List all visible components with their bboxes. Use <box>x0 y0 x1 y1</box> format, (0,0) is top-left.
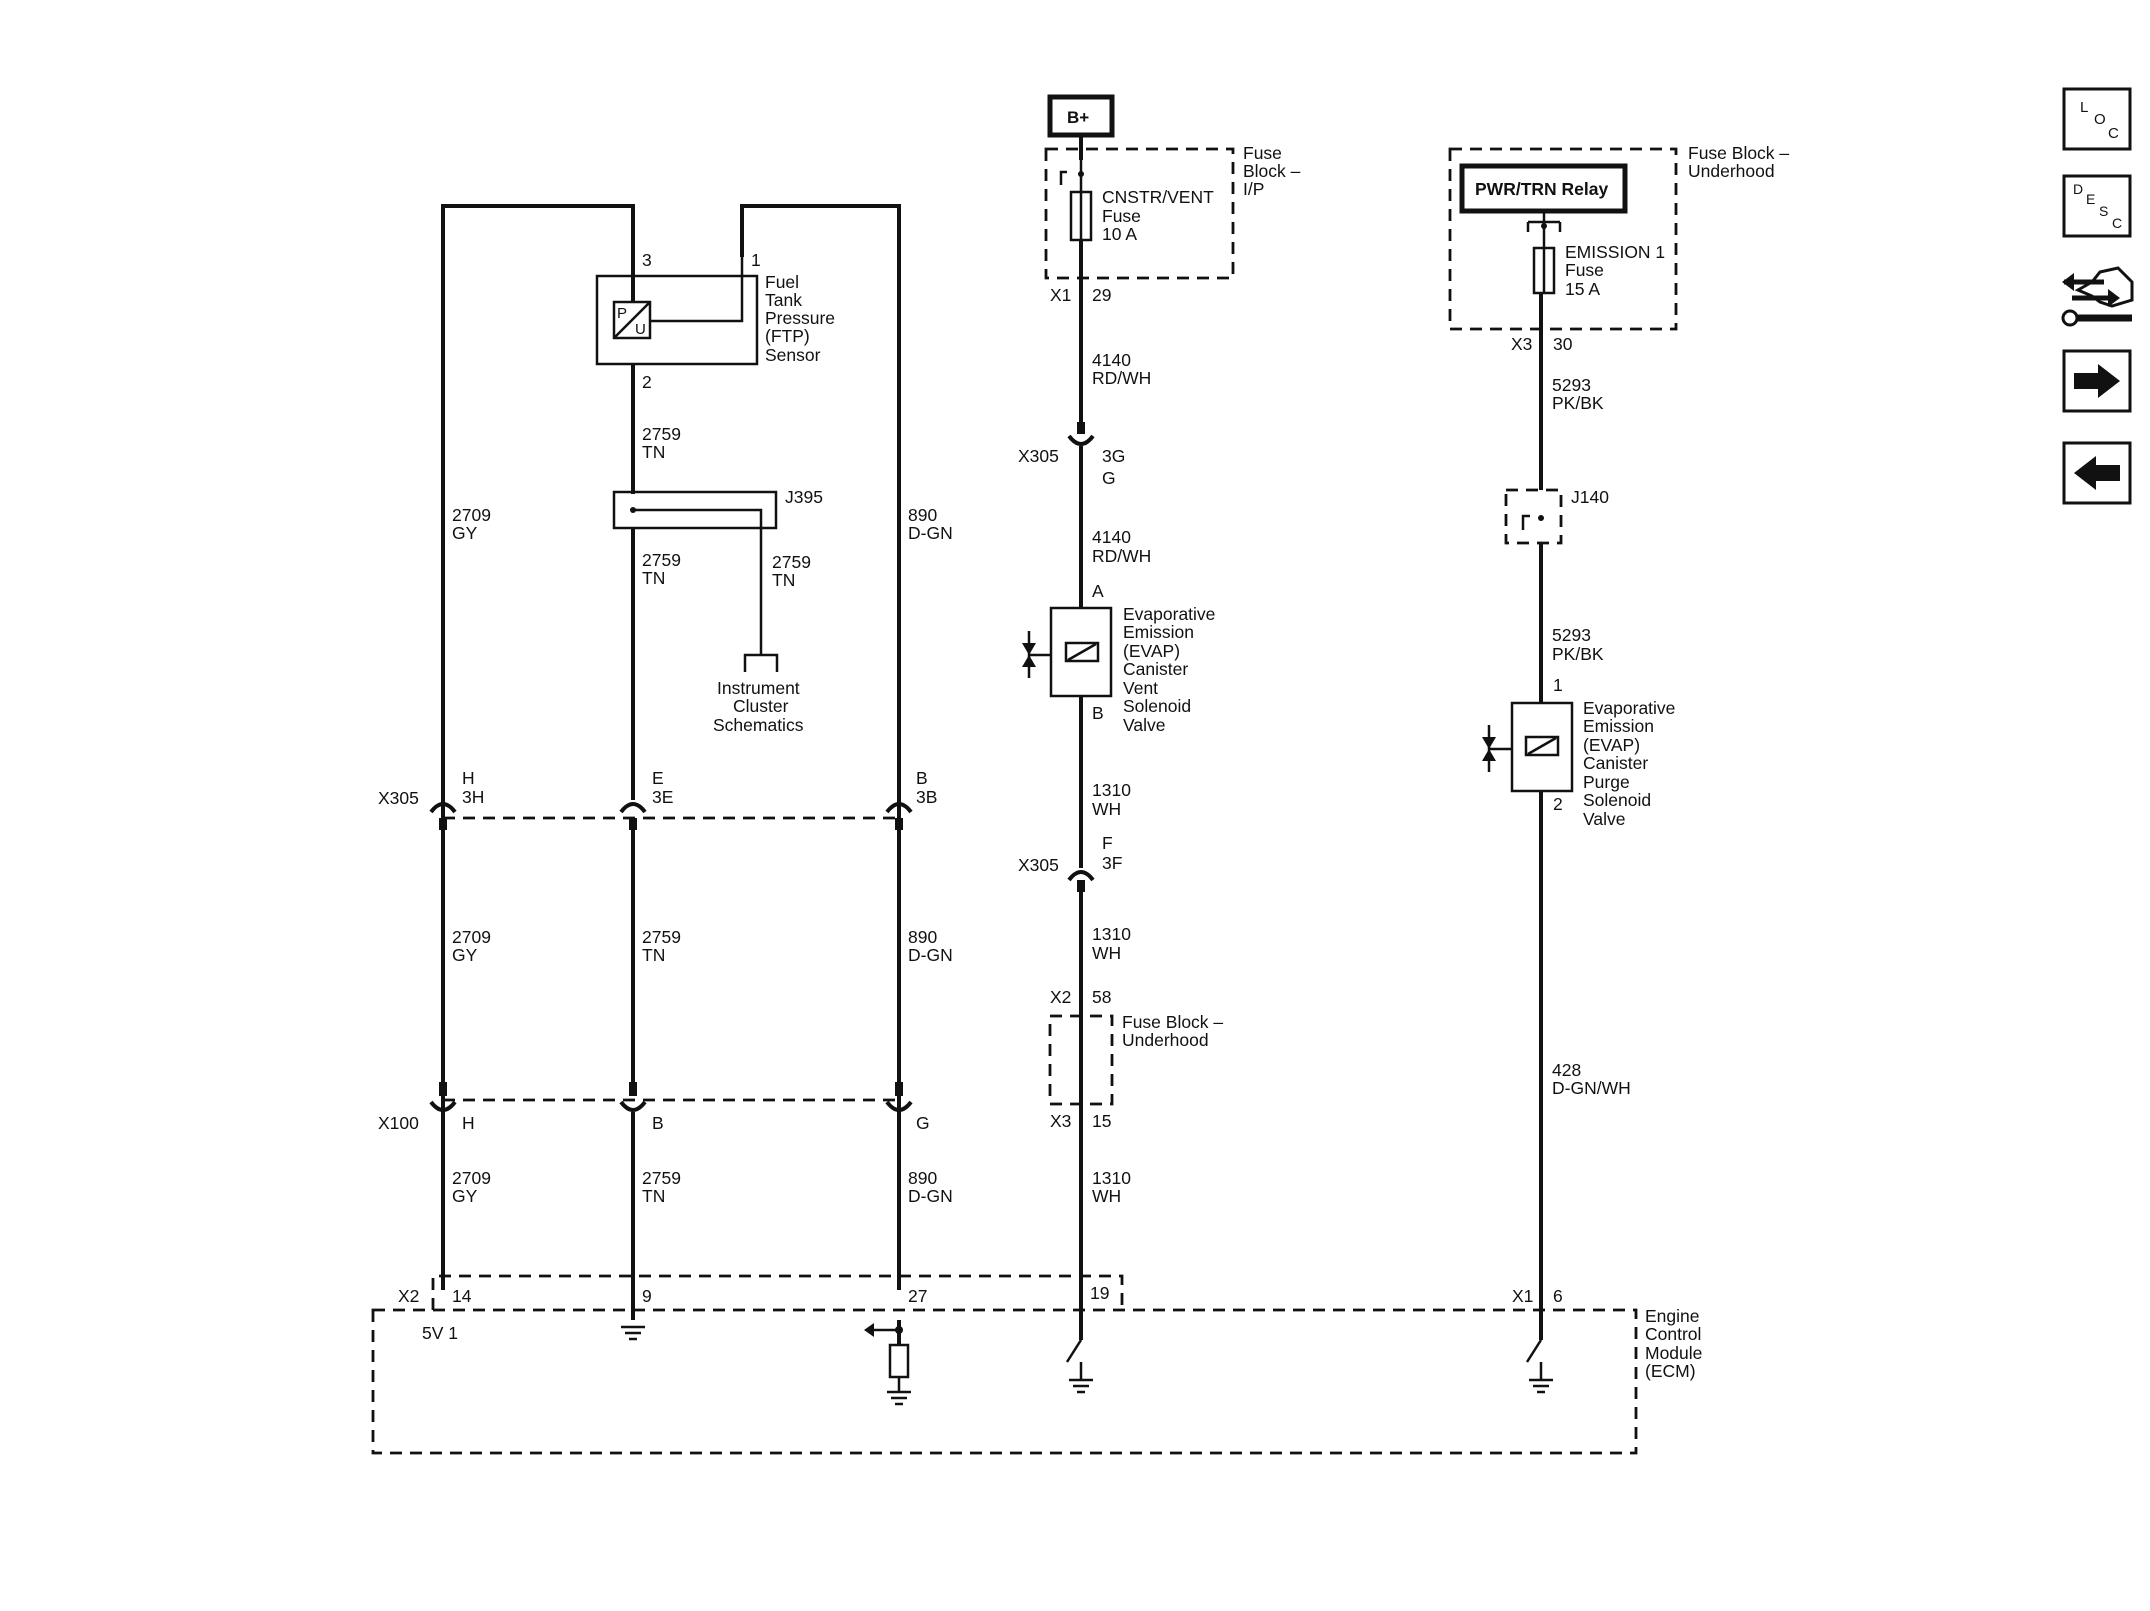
ecm-pin-9: 9 <box>642 1286 652 1306</box>
x305-vent-label: X305 <box>1018 446 1059 466</box>
fuse-block-underhood-label: Fuse Block – Underhood <box>1688 143 1794 181</box>
fuse-block-underhood-mid-label: Fuse Block – Underhood <box>1122 1012 1228 1050</box>
ground-9 <box>621 1325 645 1341</box>
splice-j140 <box>1504 488 1563 545</box>
vent-solenoid-label: Evaporative Emission (EVAP) Canister Ven… <box>1123 604 1220 735</box>
nav-desc-button[interactable]: D E S C <box>2062 174 2132 238</box>
vent-pin-b: B <box>1092 703 1104 723</box>
x2-58-pin: 58 <box>1092 987 1111 1007</box>
ftp-sensor-label: Fuel Tank Pressure (FTP) Sensor <box>765 272 840 365</box>
nav-back-button[interactable] <box>2062 441 2132 505</box>
bplus-label: B+ <box>1067 108 1089 127</box>
back-arrow-icon <box>2074 456 2120 490</box>
j140-label: J140 <box>1571 487 1609 507</box>
ecm-label: Engine Control Module (ECM) <box>1645 1306 1707 1381</box>
next-arrow-icon <box>2074 364 2120 398</box>
fuse-emission-1: EMISSION 1 Fuse 15 A <box>1565 242 1670 299</box>
troubleshoot-icon[interactable] <box>2061 266 2134 327</box>
symbol-p: P <box>617 305 627 322</box>
splice-j395 <box>612 490 778 530</box>
svg-text:E: E <box>2086 191 2095 207</box>
ecm-pin-19: 19 <box>1090 1283 1109 1303</box>
x1-pin-29: 29 <box>1092 285 1111 305</box>
x100-pin-h: H <box>462 1113 475 1133</box>
symbol-u: U <box>635 321 646 338</box>
ecm-x2: X2 <box>398 1286 419 1306</box>
svg-text:O: O <box>2094 111 2106 128</box>
purge-pin-2: 2 <box>1553 794 1563 814</box>
vent-solenoid-circuit: B+ CNSTR/VENT Fuse 10 A Fuse Block – I/P… <box>1018 94 1305 1340</box>
j395-label: J395 <box>785 487 823 507</box>
purge-solenoid-circuit: Fuse Block – Underhood PWR/TRN Relay EMI… <box>1448 143 1794 1340</box>
instrument-cluster-ref: Instrument Cluster Schematics <box>713 678 805 735</box>
x3-label: X3 <box>1511 334 1532 354</box>
fuse-block-underhood-mid <box>1048 1014 1114 1106</box>
fuse-block-ip-label: Fuse Block – I/P <box>1243 143 1305 199</box>
x100-pin-b: B <box>652 1113 664 1133</box>
x3-15-pin: 15 <box>1092 1111 1111 1131</box>
pwr-trn-relay-label: PWR/TRN Relay <box>1475 179 1608 199</box>
fuse-block-underhood <box>1448 147 1678 331</box>
fuse-cnstr-vent: CNSTR/VENT Fuse 10 A <box>1102 187 1218 244</box>
x3-pin-30: 30 <box>1553 334 1573 354</box>
ecm-module: Engine Control Module (ECM) X2 14 9 27 1… <box>371 1274 1707 1455</box>
x305-f-label: X305 <box>1018 855 1059 875</box>
ftp-pin-3: 3 <box>642 250 652 270</box>
x305-label: X305 <box>378 788 419 808</box>
nav-loc-button[interactable]: L O C <box>2062 87 2132 151</box>
ecm-pin-14: 14 <box>452 1286 472 1306</box>
svg-text:C: C <box>2108 125 2119 142</box>
x2-58-conn: X2 <box>1050 987 1071 1007</box>
ecm-x1: X1 <box>1512 1286 1533 1306</box>
purge-pin-1: 1 <box>1553 675 1563 695</box>
vent-pin-a: A <box>1092 581 1104 601</box>
ecm-5v: 5V 1 <box>422 1323 458 1343</box>
x3-15-conn: X3 <box>1050 1111 1071 1131</box>
svg-text:L: L <box>2080 99 2088 116</box>
x100-label: X100 <box>378 1113 419 1133</box>
svg-text:C: C <box>2112 215 2122 231</box>
fuse-block-ip <box>1044 147 1235 280</box>
ftp-pin-1: 1 <box>751 250 761 270</box>
ftp-sensor-circuit: P U 3 1 2 Fuel Tank Pressure (FTP) Senso… <box>441 204 953 1290</box>
ftp-sensor-box <box>595 274 759 366</box>
nav-next-button[interactable] <box>2062 349 2132 413</box>
svg-text:S: S <box>2099 203 2108 219</box>
x100-pin-g: G <box>916 1113 930 1133</box>
ecm-box <box>371 1308 1638 1455</box>
x1-label: X1 <box>1050 285 1071 305</box>
ecm-pin-27: 27 <box>908 1286 927 1306</box>
ftp-pin-2: 2 <box>642 372 652 392</box>
ecm-pin-6: 6 <box>1553 1286 1563 1306</box>
purge-solenoid-label: Evaporative Emission (EVAP) Canister Pur… <box>1583 698 1680 829</box>
svg-text:D: D <box>2073 181 2083 197</box>
